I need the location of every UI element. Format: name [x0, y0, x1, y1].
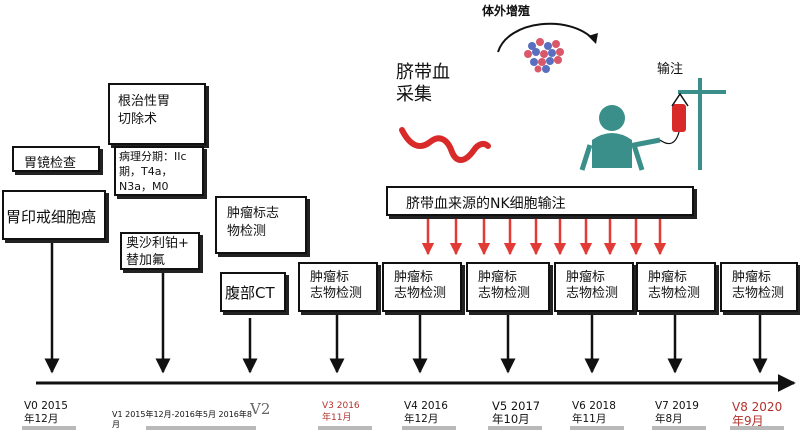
followup-label-v5: 肿瘤标 志物检测 [478, 270, 531, 301]
date-v6: V6 2018 年11月 [572, 400, 616, 425]
surgery-box: 根治性胃 切除术 [108, 83, 206, 145]
date-v4: V4 2016 年12月 [404, 400, 448, 425]
followup-label-v7: 肿瘤标 志物检测 [648, 270, 701, 301]
date-v8: V8 2020 年9月 [732, 400, 783, 428]
cord-blood-collection-label: 脐带血 采集 [396, 62, 450, 105]
followup-label-v6: 肿瘤标 志物检测 [566, 270, 619, 301]
followup-box-v3: 肿瘤标 志物检测 [298, 262, 378, 312]
followup-label-v8: 肿瘤标 志物检测 [732, 270, 785, 301]
date-v2: V2 [250, 400, 271, 418]
surgery-label: 根治性胃 切除术 [118, 94, 171, 127]
grey-underline [402, 426, 456, 430]
tumor-marker-label-1: 肿瘤标志 物检测 [227, 206, 280, 239]
followup-box-v8: 肿瘤标 志物检测 [720, 262, 798, 312]
date-v1: V1 2015年12月-2016年5月 2016年8 月 [112, 410, 252, 429]
patient-infusion-icon [579, 78, 726, 171]
expansion-arrow-icon [497, 22, 595, 53]
chemo-label: 奥沙利铂+ 替加氟 [126, 236, 189, 268]
followup-label-v4: 肿瘤标 志物检测 [394, 270, 447, 301]
date-v7: V7 2019 年8月 [655, 400, 699, 425]
infusion-label: 输注 [657, 62, 684, 77]
grey-underline [730, 426, 784, 430]
date-v0: V0 2015 年12月 [24, 400, 68, 425]
tumor-marker-box-1: 肿瘤标志 物检测 [215, 196, 307, 254]
gastroscopy-label: 胃镜检查 [24, 156, 77, 171]
nk-infusion-label: 脐带血来源的NK细胞输注 [406, 196, 566, 212]
followup-box-v7: 肿瘤标 志物检测 [636, 262, 716, 312]
nk-infusion-box: 脐带血来源的NK细胞输注 [386, 186, 694, 216]
grey-underline [652, 426, 706, 430]
followup-box-v6: 肿瘤标 志物检测 [554, 262, 634, 312]
grey-underline [488, 426, 542, 430]
date-v3: V3 2016 年11月 [322, 401, 360, 423]
pathology-label: 病理分期：IIc 期，T4a， N3a，M0 [119, 150, 187, 193]
gastroscopy-box: 胃镜检查 [12, 146, 100, 172]
grey-underline [318, 426, 372, 430]
expansion-label: 体外增殖 [482, 4, 531, 18]
grey-underline [22, 426, 76, 430]
chemo-box: 奥沙利铂+ 替加氟 [120, 232, 200, 270]
red-infusion-arrows [421, 218, 667, 256]
date-v5: V5 2017 年10月 [492, 399, 541, 426]
grey-underline [146, 426, 256, 430]
grey-underline [570, 426, 624, 430]
umbilical-cord-icon [399, 127, 491, 163]
cell-cluster-icon [524, 38, 564, 73]
diagnosis-box: 胃印戒细胞癌 [2, 190, 106, 240]
abdominal-ct-label: 腹部CT [225, 284, 275, 302]
followup-label-v3: 肿瘤标 志物检测 [310, 270, 363, 301]
diagnosis-label: 胃印戒细胞癌 [6, 208, 97, 226]
followup-box-v5: 肿瘤标 志物检测 [466, 262, 550, 312]
followup-box-v4: 肿瘤标 志物检测 [382, 262, 462, 312]
abdominal-ct-box: 腹部CT [220, 272, 286, 312]
pathology-box: 病理分期：IIc 期，T4a， N3a，M0 [114, 146, 204, 196]
